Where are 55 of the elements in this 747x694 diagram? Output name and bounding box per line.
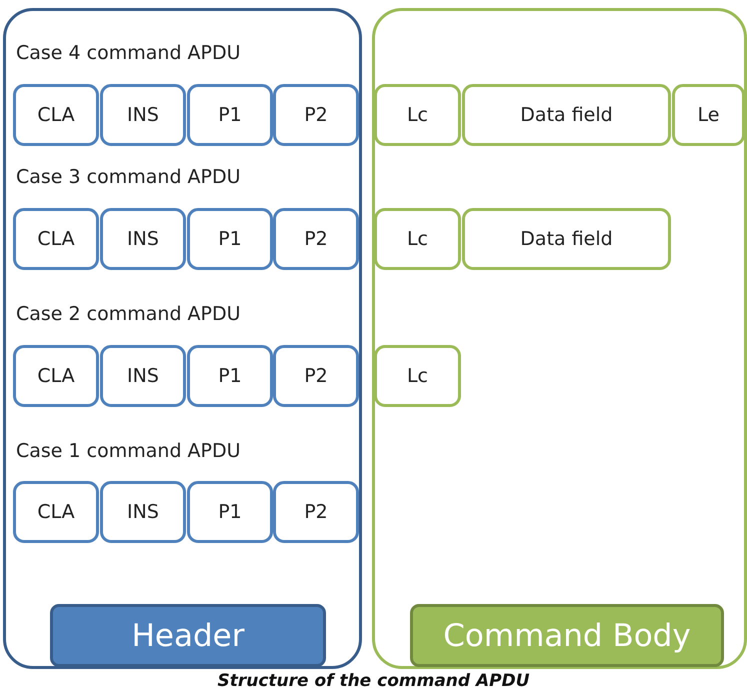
field-box [374,84,461,146]
field-label: Lc [406,104,428,126]
field-label: INS [127,365,159,387]
field-label: CLA [37,228,75,250]
field-box [13,481,99,543]
field-box [187,345,273,407]
case-title: Case 4 command APDU [16,42,241,64]
field-label: INS [127,501,159,523]
field-box [462,84,671,146]
field-box [100,345,186,407]
field-label: Data field [520,228,613,250]
field-box [273,345,359,407]
field-box [100,84,186,146]
field-box [100,208,186,270]
field-box [374,208,461,270]
field-box [462,208,671,270]
field-box [187,84,273,146]
field-label: CLA [37,104,75,126]
field-label: P1 [218,228,242,250]
case-title: Case 2 command APDU [16,303,241,325]
case-title: Case 1 command APDU [16,440,241,462]
field-label: CLA [37,365,75,387]
field-box [13,345,99,407]
field-label: P1 [218,104,242,126]
field-box [273,208,359,270]
field-label: Header [132,618,244,654]
field-box [13,84,99,146]
field-label: INS [127,104,159,126]
field-label: P2 [304,501,328,523]
case-title: Case 3 command APDU [16,166,241,188]
field-box [100,481,186,543]
field-box [187,208,273,270]
field-label: Data field [520,104,613,126]
field-label: P1 [218,365,242,387]
field-label: P2 [304,228,328,250]
field-box [273,84,359,146]
field-box [374,345,461,407]
command-body-label-box [410,604,724,667]
field-box [273,481,359,543]
field-label: Le [698,104,720,126]
field-label: P2 [304,104,328,126]
field-box [13,208,99,270]
field-box [187,481,273,543]
header-label-box [50,604,326,667]
field-label: INS [127,228,159,250]
field-label: CLA [37,501,75,523]
field-box [672,84,745,146]
caption: Structure of the command APDU [216,671,531,691]
command-body-panel [372,8,747,669]
field-label: P2 [304,365,328,387]
field-label: Command Body [443,618,691,654]
header-panel [3,8,362,669]
field-label: Lc [406,228,428,250]
field-label: Lc [406,365,428,387]
field-label: P1 [218,501,242,523]
